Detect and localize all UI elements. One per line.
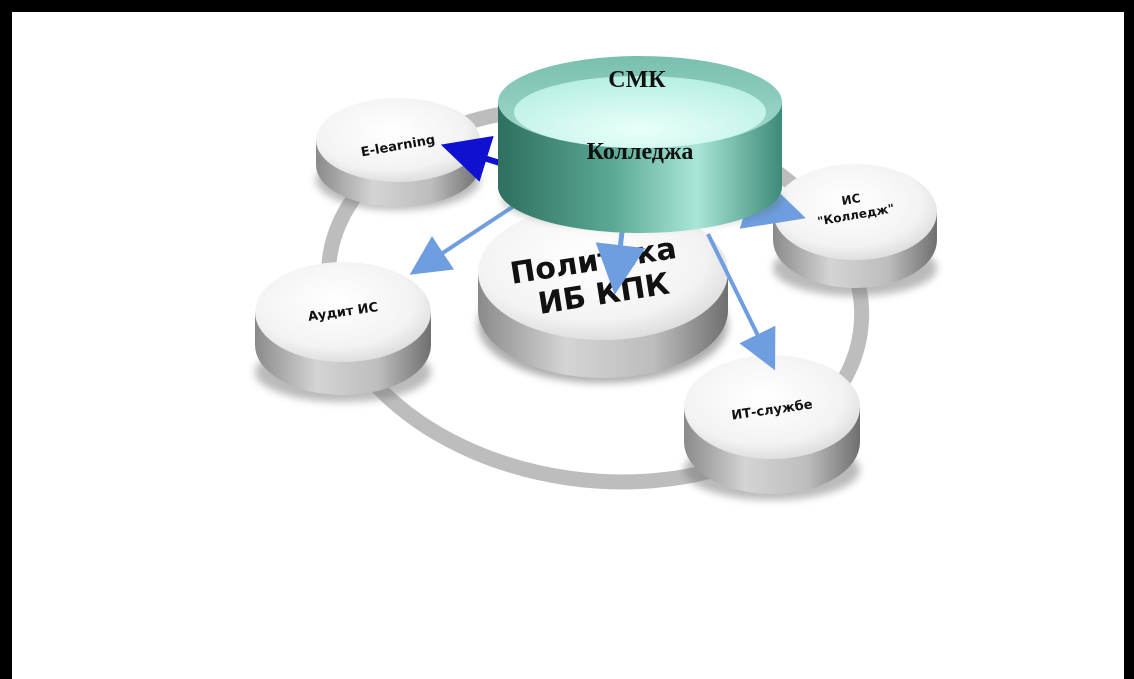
svg-text:СМК Колледжа: СМК Колледжа (587, 67, 694, 165)
arrow-to-audit (409, 200, 522, 275)
node-ic-label-line1: ИС (841, 191, 862, 208)
smk-cylinder: СМК Колледжа (498, 56, 782, 233)
node-ic-college: ИС "Колледж" (773, 164, 937, 296)
smk-label-line2: Колледжа (587, 139, 694, 165)
arrow-to-center (595, 231, 646, 295)
node-audit: Аудит ИС (255, 262, 431, 402)
smk-label-line1: СМК (608, 67, 666, 93)
node-it: ИТ-службе (684, 355, 860, 500)
node-elearning: E-learning (316, 98, 480, 210)
arrow-to-elearning (440, 135, 501, 182)
arrow-to-it (706, 233, 776, 371)
